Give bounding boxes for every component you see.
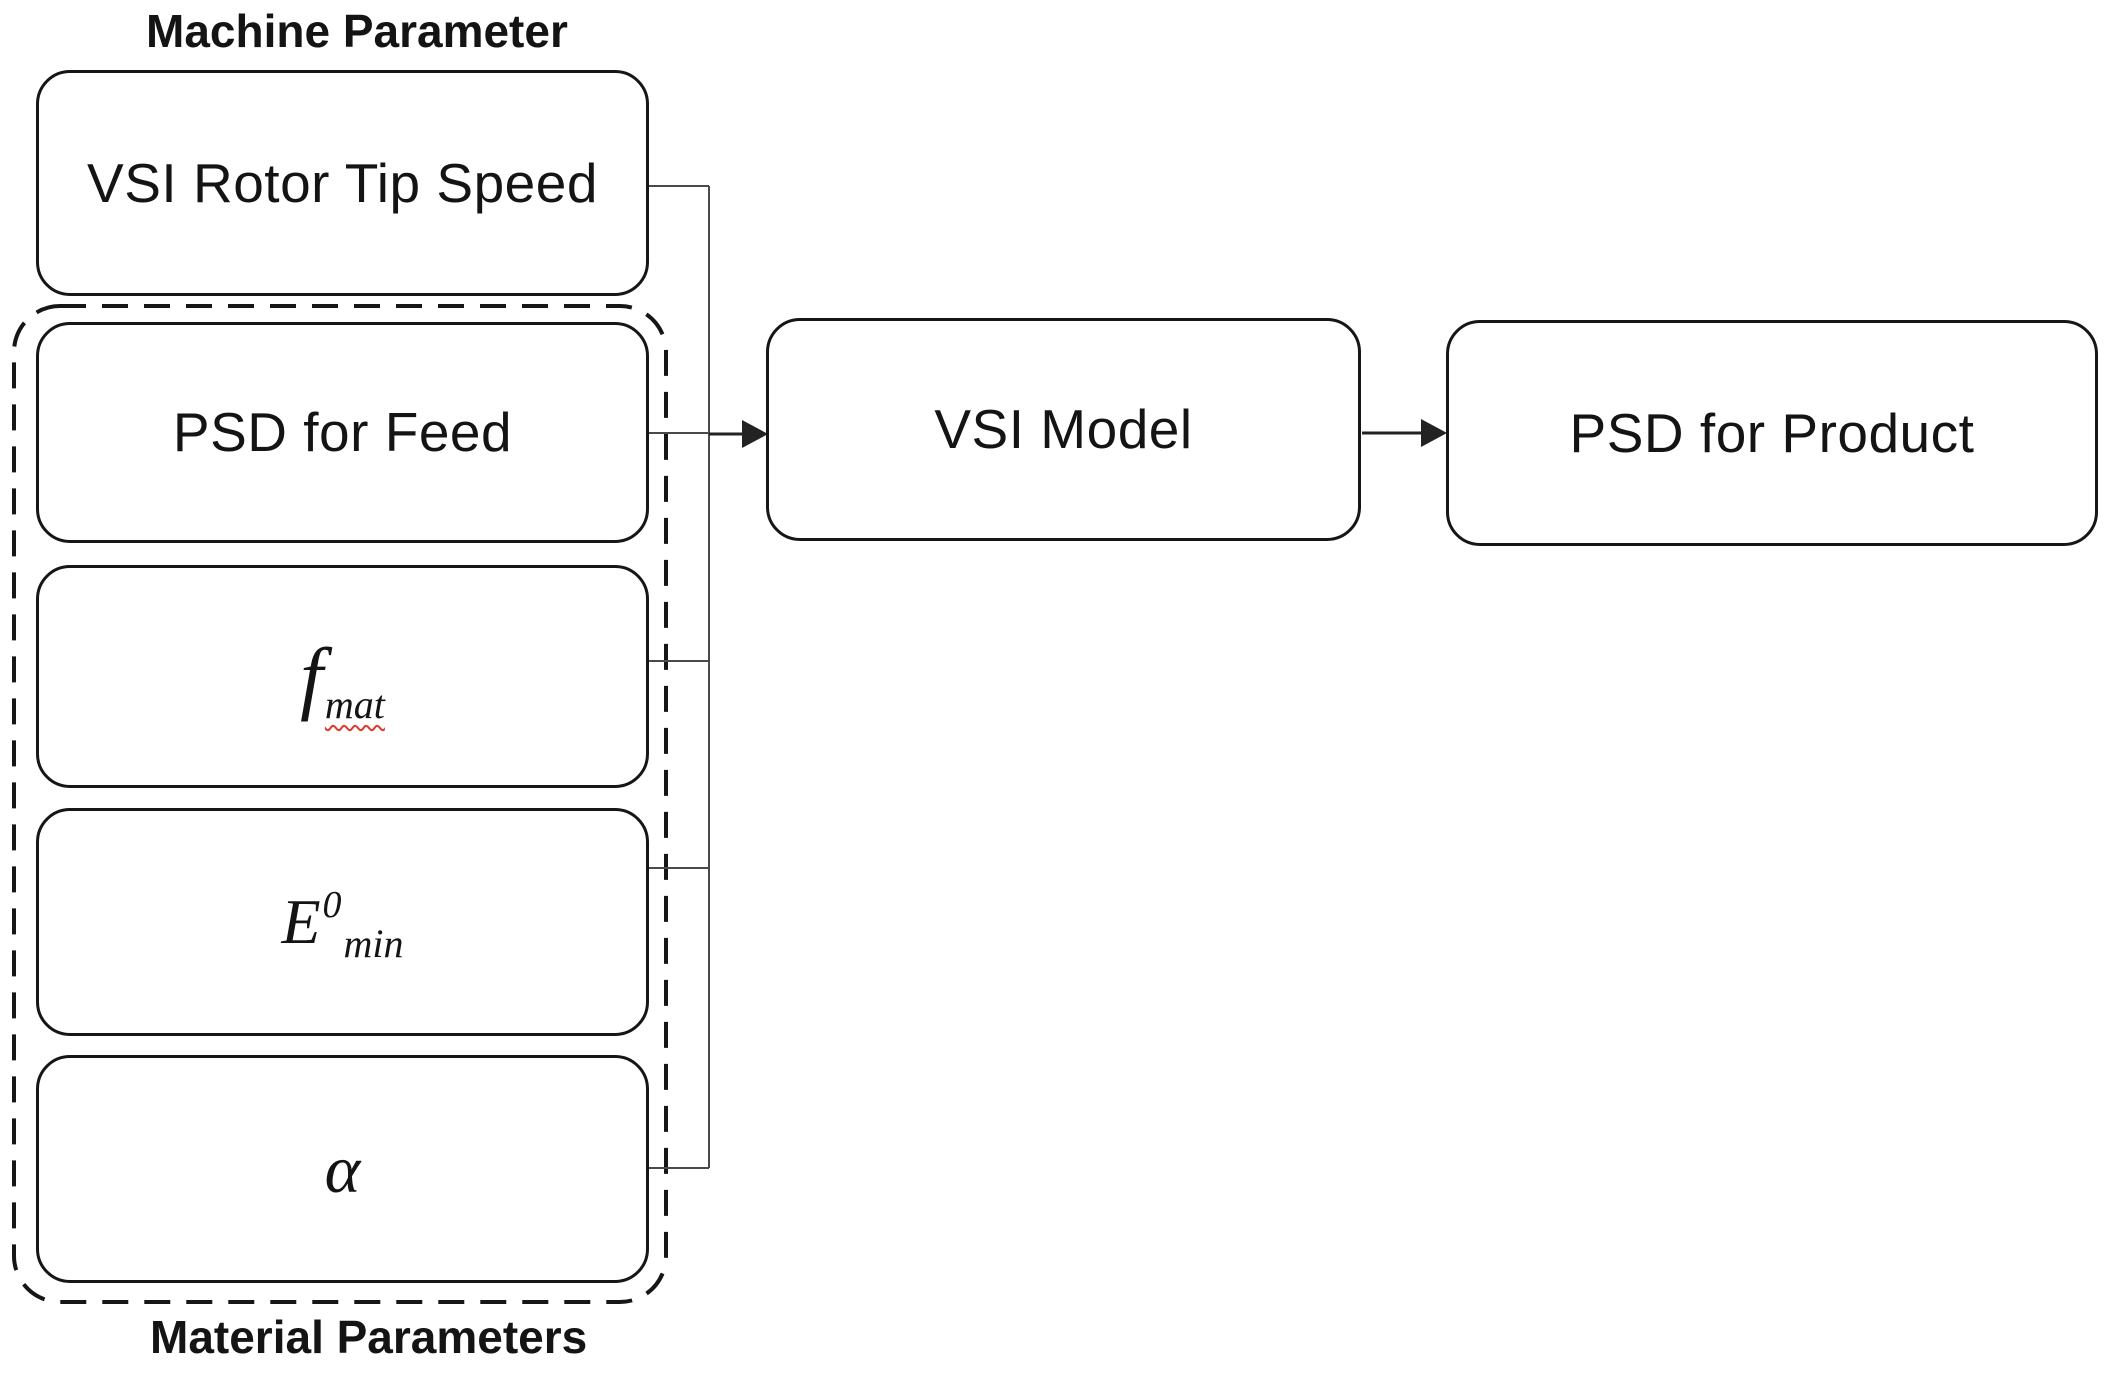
node-vsi-model: VSI Model <box>766 318 1361 541</box>
node-vsi-rotor-tip-speed: VSI Rotor Tip Speed <box>36 70 649 296</box>
f-mat-base: f <box>300 630 323 722</box>
material-parameters-group-label: Material Parameters <box>150 1311 588 1363</box>
alpha-formula: α <box>325 1135 361 1203</box>
node-psd-for-product: PSD for Product <box>1446 320 2098 546</box>
arrowhead-to-vsi-model-icon <box>742 420 768 448</box>
f-mat-subscript: mat <box>324 681 385 727</box>
node-psd-for-feed: PSD for Feed <box>36 322 649 543</box>
alpha-symbol: α <box>324 1131 361 1207</box>
node-vsi-model-label: VSI Model <box>934 398 1193 461</box>
machine-parameter-group-label: Machine Parameter <box>146 5 568 57</box>
node-alpha: α <box>36 1055 649 1283</box>
e0-min-subscript: min <box>343 921 404 966</box>
e0-min-base: E <box>281 886 321 957</box>
node-vsi-rotor-tip-speed-label: VSI Rotor Tip Speed <box>87 151 598 214</box>
node-psd-for-product-label: PSD for Product <box>1569 401 1975 464</box>
e0-min-superscript: 0 <box>322 884 342 926</box>
arrowhead-to-psd-product-icon <box>1421 419 1447 447</box>
node-psd-for-feed-label: PSD for Feed <box>172 401 513 464</box>
